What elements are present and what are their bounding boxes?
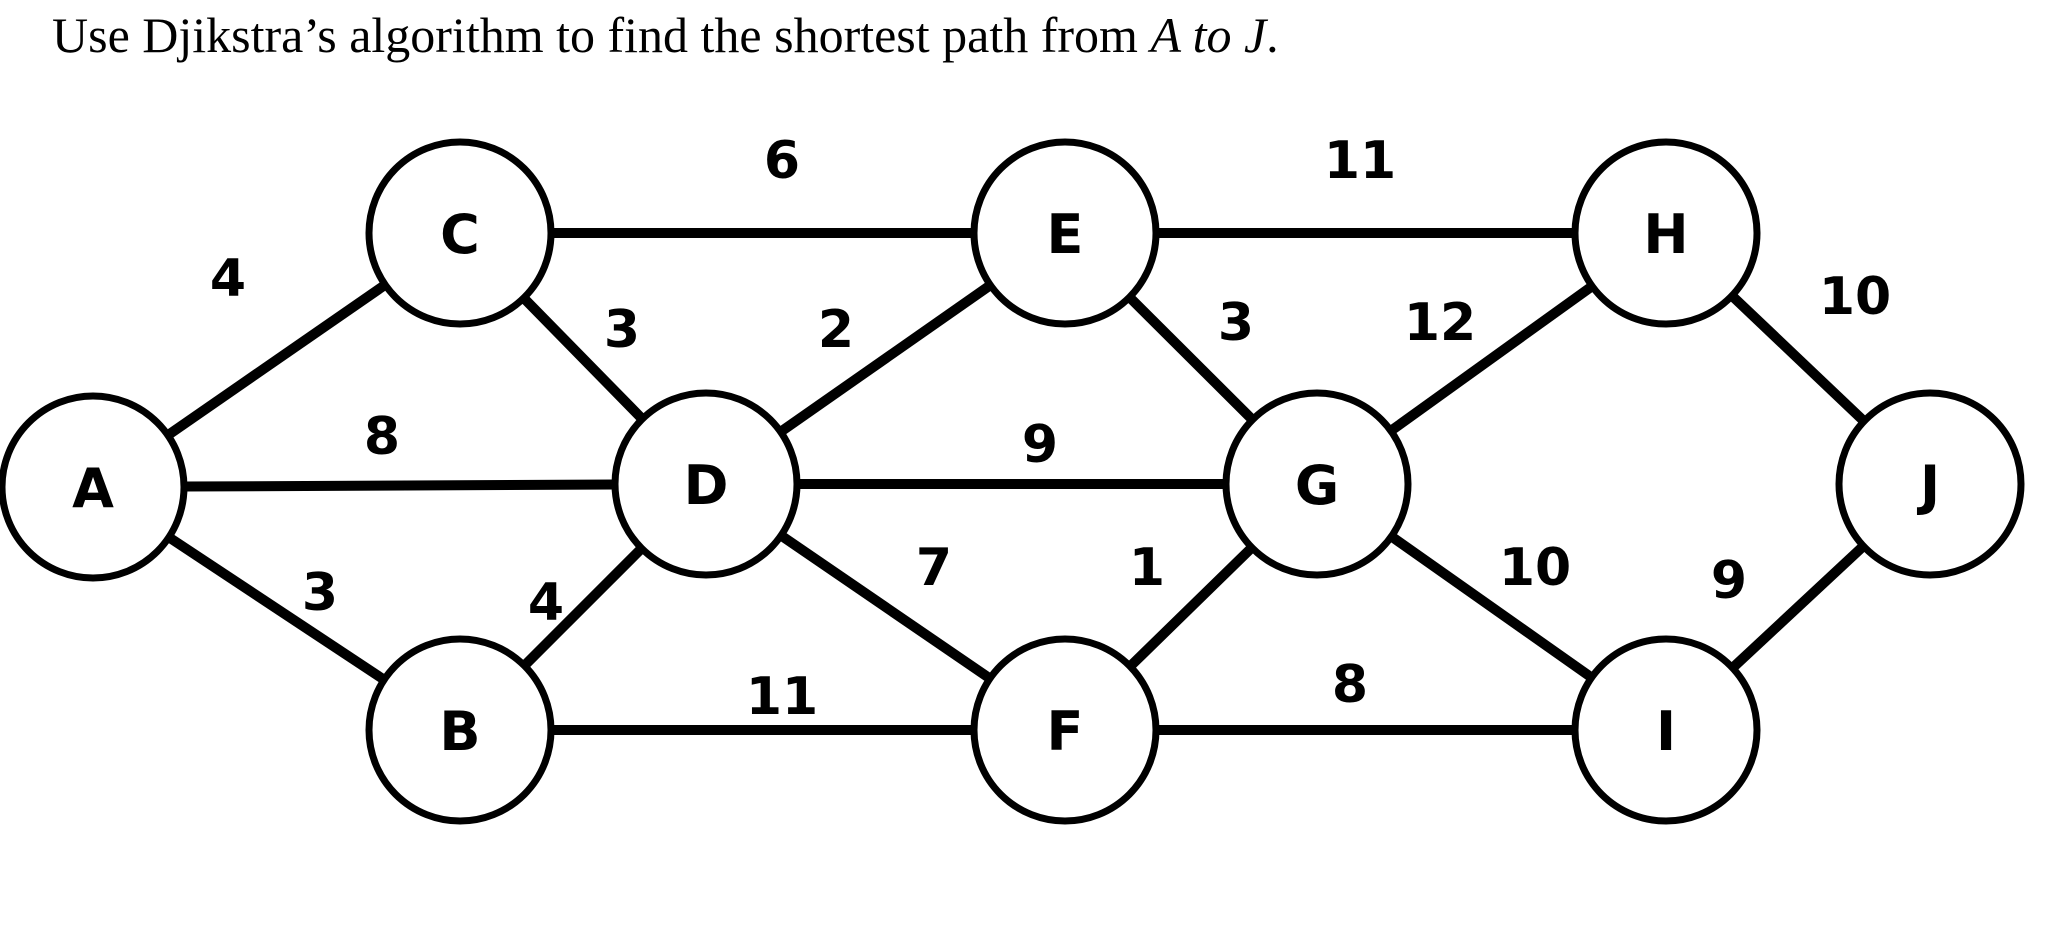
node-label-a: A (72, 457, 114, 520)
node-b: B (365, 635, 555, 825)
edges-layer (164, 228, 1868, 735)
edge-weight-g-h: 12 (1404, 293, 1476, 353)
edge-weight-c-d: 3 (604, 300, 640, 360)
edge-weight-h-j: 10 (1819, 267, 1891, 327)
edge-c-d (520, 294, 646, 423)
nodes-layer: A B C D E F G H I J (0, 138, 2025, 825)
edge-weight-f-g: 1 (1129, 538, 1165, 598)
node-label-g: G (1295, 454, 1339, 517)
edge-weight-e-h: 11 (1324, 131, 1396, 191)
edge-d-f (778, 531, 993, 683)
edge-a-c (164, 280, 389, 440)
node-circle-i (1571, 635, 1761, 825)
node-label-j: J (1916, 454, 1940, 517)
edge-weight-a-c: 4 (210, 249, 246, 309)
node-g: G (1222, 389, 1412, 579)
node-label-i: I (1656, 700, 1676, 763)
edge-weight-c-e: 6 (764, 131, 800, 191)
node-circle-d (611, 389, 801, 579)
edge-weight-b-f: 11 (746, 667, 818, 727)
edge-weight-b-d: 4 (528, 573, 564, 633)
node-c: C (365, 138, 555, 328)
question-text: Use Djikstra’s algorithm to find the sho… (52, 8, 1279, 63)
edge-weight-a-b: 3 (302, 563, 338, 623)
question-suffix: . (1266, 7, 1279, 63)
node-a: A (0, 392, 188, 582)
node-circle-j (1835, 389, 2025, 579)
node-e: E (970, 138, 1160, 328)
node-circle-f (970, 635, 1160, 825)
node-i: I (1571, 635, 1761, 825)
edge-weight-a-d: 8 (364, 407, 400, 467)
node-circle-g (1222, 389, 1412, 579)
edge-b-d (520, 544, 646, 670)
node-j: J (1835, 389, 2025, 579)
node-h: H (1571, 138, 1761, 328)
node-d: D (611, 389, 801, 579)
node-circle-b (365, 635, 555, 825)
edge-f-g (1126, 543, 1256, 671)
node-circle-a (0, 392, 188, 582)
node-circle-h (1571, 138, 1761, 328)
edge-g-i (1388, 532, 1595, 682)
edge-i-j (1729, 542, 1867, 672)
node-label-h: H (1643, 203, 1688, 266)
edge-e-g (1125, 293, 1257, 424)
edge-g-h (1387, 282, 1596, 435)
node-label-c: C (440, 203, 480, 266)
edge-weight-d-f: 7 (916, 538, 952, 598)
edge-weight-d-g: 9 (1022, 415, 1058, 475)
question-prefix: Use Djikstra’s algorithm to find the sho… (52, 7, 1151, 63)
edge-weight-f-i: 8 (1332, 655, 1368, 715)
question-emphasis: A to J (1150, 7, 1267, 63)
weights-layer: 4 8 3 6 3 4 11 2 9 7 11 3 1 8 12 10 10 9 (210, 131, 1891, 727)
edge-d-e (777, 281, 994, 436)
node-circle-e (970, 138, 1160, 328)
node-label-b: B (439, 700, 480, 763)
edge-weight-e-g: 3 (1218, 293, 1254, 353)
node-label-d: D (684, 454, 729, 517)
edge-weight-g-i: 10 (1499, 538, 1571, 598)
node-label-f: F (1047, 700, 1084, 763)
edge-a-b (166, 533, 387, 684)
edge-a-d (183, 479, 616, 492)
node-circle-c (365, 138, 555, 328)
edge-weight-i-j: 9 (1711, 551, 1747, 611)
edge-h-j (1728, 292, 1868, 425)
node-label-e: E (1047, 203, 1084, 266)
edge-weight-d-e: 2 (818, 300, 854, 360)
node-f: F (970, 635, 1160, 825)
